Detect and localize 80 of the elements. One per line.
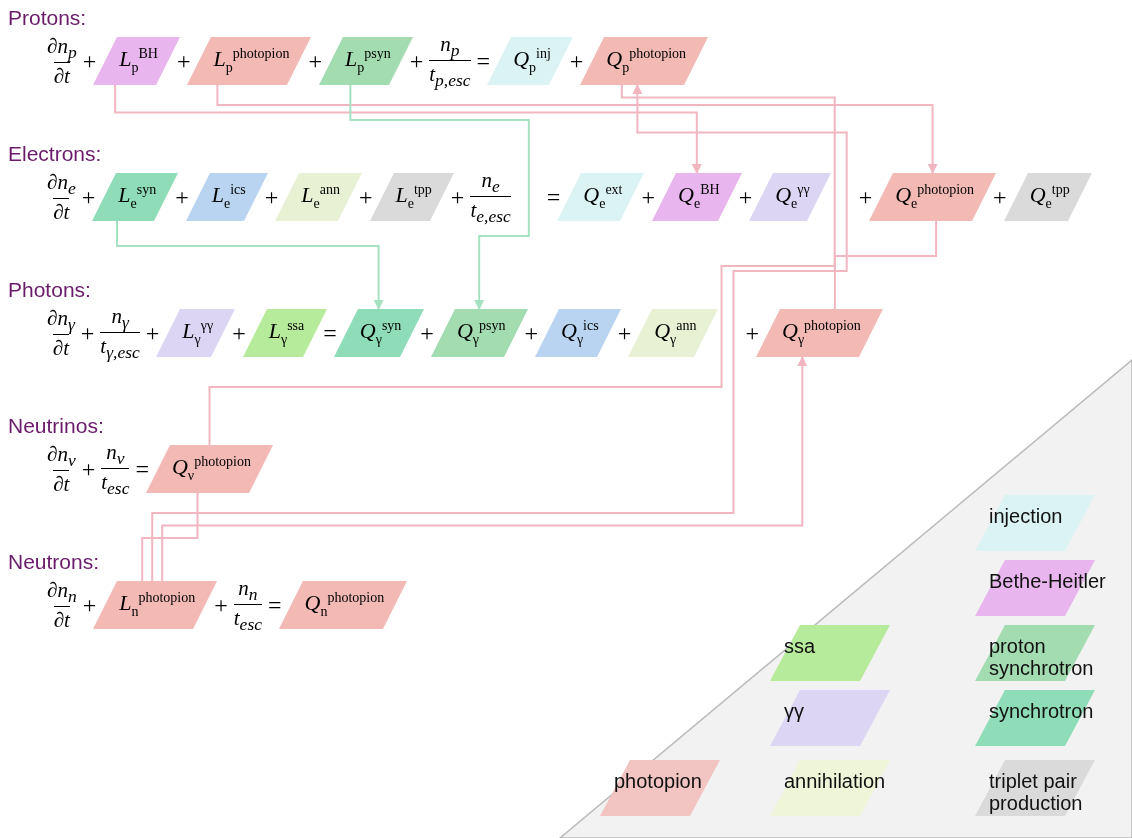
term-box xyxy=(319,37,413,85)
fraction-numerator: ∂n$_{e}$ xyxy=(47,169,76,199)
operator: + xyxy=(263,183,280,211)
operator: + xyxy=(80,183,97,211)
fraction-denominator: t$_{e,esc}$ xyxy=(470,196,511,227)
operator: + xyxy=(80,455,97,483)
connector-line xyxy=(833,220,938,310)
fraction-numerator: ∂n$_{n}$ xyxy=(47,577,77,607)
connector-line xyxy=(208,84,836,446)
operator: + xyxy=(231,319,247,347)
fraction-denominator: ∂t xyxy=(53,606,70,633)
operator: + xyxy=(857,183,874,211)
term-box xyxy=(580,37,709,85)
operator: = xyxy=(322,319,338,347)
fraction-numerator: n$_{n}$ xyxy=(238,575,258,604)
section-heading: Photons: xyxy=(8,277,91,303)
operator: + xyxy=(737,183,754,211)
connector-arrow xyxy=(216,84,938,174)
legend-label: triplet pair production xyxy=(989,770,1084,814)
term-box xyxy=(749,173,832,221)
operator: + xyxy=(408,47,425,75)
fraction-numerator: ∂n$_{p}$ xyxy=(47,33,77,63)
section-heading: Neutrinos: xyxy=(8,413,104,439)
operator: + xyxy=(144,319,161,347)
connector-line xyxy=(141,492,199,582)
fraction-denominator: t$_{p,esc}$ xyxy=(429,60,471,91)
fraction-numerator: n$_{p}$ xyxy=(440,31,460,60)
connector-arrow xyxy=(116,220,384,310)
term-box xyxy=(93,37,180,85)
fraction-numerator: n$_{γ}$ xyxy=(111,303,129,332)
operator: + xyxy=(616,319,633,347)
term-box xyxy=(275,173,362,221)
operator: + xyxy=(174,183,190,211)
operator: = xyxy=(475,47,492,75)
operator: + xyxy=(79,319,96,347)
operator: + xyxy=(992,183,1008,211)
fraction-denominator: ∂t xyxy=(53,62,70,89)
term-box xyxy=(535,309,621,357)
operator: + xyxy=(449,183,466,211)
legend-label: Bethe-Heitler xyxy=(989,570,1107,592)
fraction-numerator: n$_{ν}$ xyxy=(106,439,125,468)
operator: + xyxy=(81,47,98,75)
section-heading: Electrons: xyxy=(8,141,102,167)
operator: = xyxy=(134,455,150,483)
operator: = xyxy=(545,183,562,211)
operator: + xyxy=(744,319,760,347)
operator: + xyxy=(523,319,539,347)
fraction-numerator: ∂n$_{γ}$ xyxy=(47,305,75,335)
operator: + xyxy=(568,47,585,75)
section-heading: Protons: xyxy=(8,5,87,31)
operator: + xyxy=(175,47,192,75)
fraction-numerator: n$_{e}$ xyxy=(481,167,500,196)
term-box xyxy=(487,37,573,85)
connector-arrow xyxy=(114,84,702,174)
fraction-denominator: t$_{esc}$ xyxy=(101,468,130,499)
operator: + xyxy=(213,591,229,619)
fraction-denominator: ∂t xyxy=(53,198,70,225)
connector-arrow xyxy=(151,84,848,582)
operator: + xyxy=(640,183,657,211)
fraction-denominator: t$_{esc}$ xyxy=(233,604,262,635)
fraction-denominator: ∂t xyxy=(53,470,70,497)
legend-label: photopion xyxy=(614,770,703,792)
operator: + xyxy=(81,591,98,619)
legend-label: ssa xyxy=(784,635,817,657)
operator: + xyxy=(419,319,435,347)
legend-label: synchrotron xyxy=(989,700,1095,722)
connector-arrow xyxy=(161,356,808,582)
operator: = xyxy=(266,591,283,619)
legend-label: γγ xyxy=(784,700,805,722)
legend-label: annihilation xyxy=(784,770,887,792)
fraction-denominator: t$_{γ,esc}$ xyxy=(100,332,140,363)
fraction-numerator: ∂n$_{ν}$ xyxy=(47,441,76,471)
section-heading: Neutrons: xyxy=(8,549,100,575)
operator: + xyxy=(307,47,323,75)
legend-label: injection xyxy=(989,505,1064,527)
fraction-denominator: ∂t xyxy=(52,334,69,361)
operator: + xyxy=(357,183,374,211)
connector-arrow xyxy=(349,84,530,310)
legend-label: proton synchrotron xyxy=(989,635,1095,679)
term-box xyxy=(652,173,742,221)
